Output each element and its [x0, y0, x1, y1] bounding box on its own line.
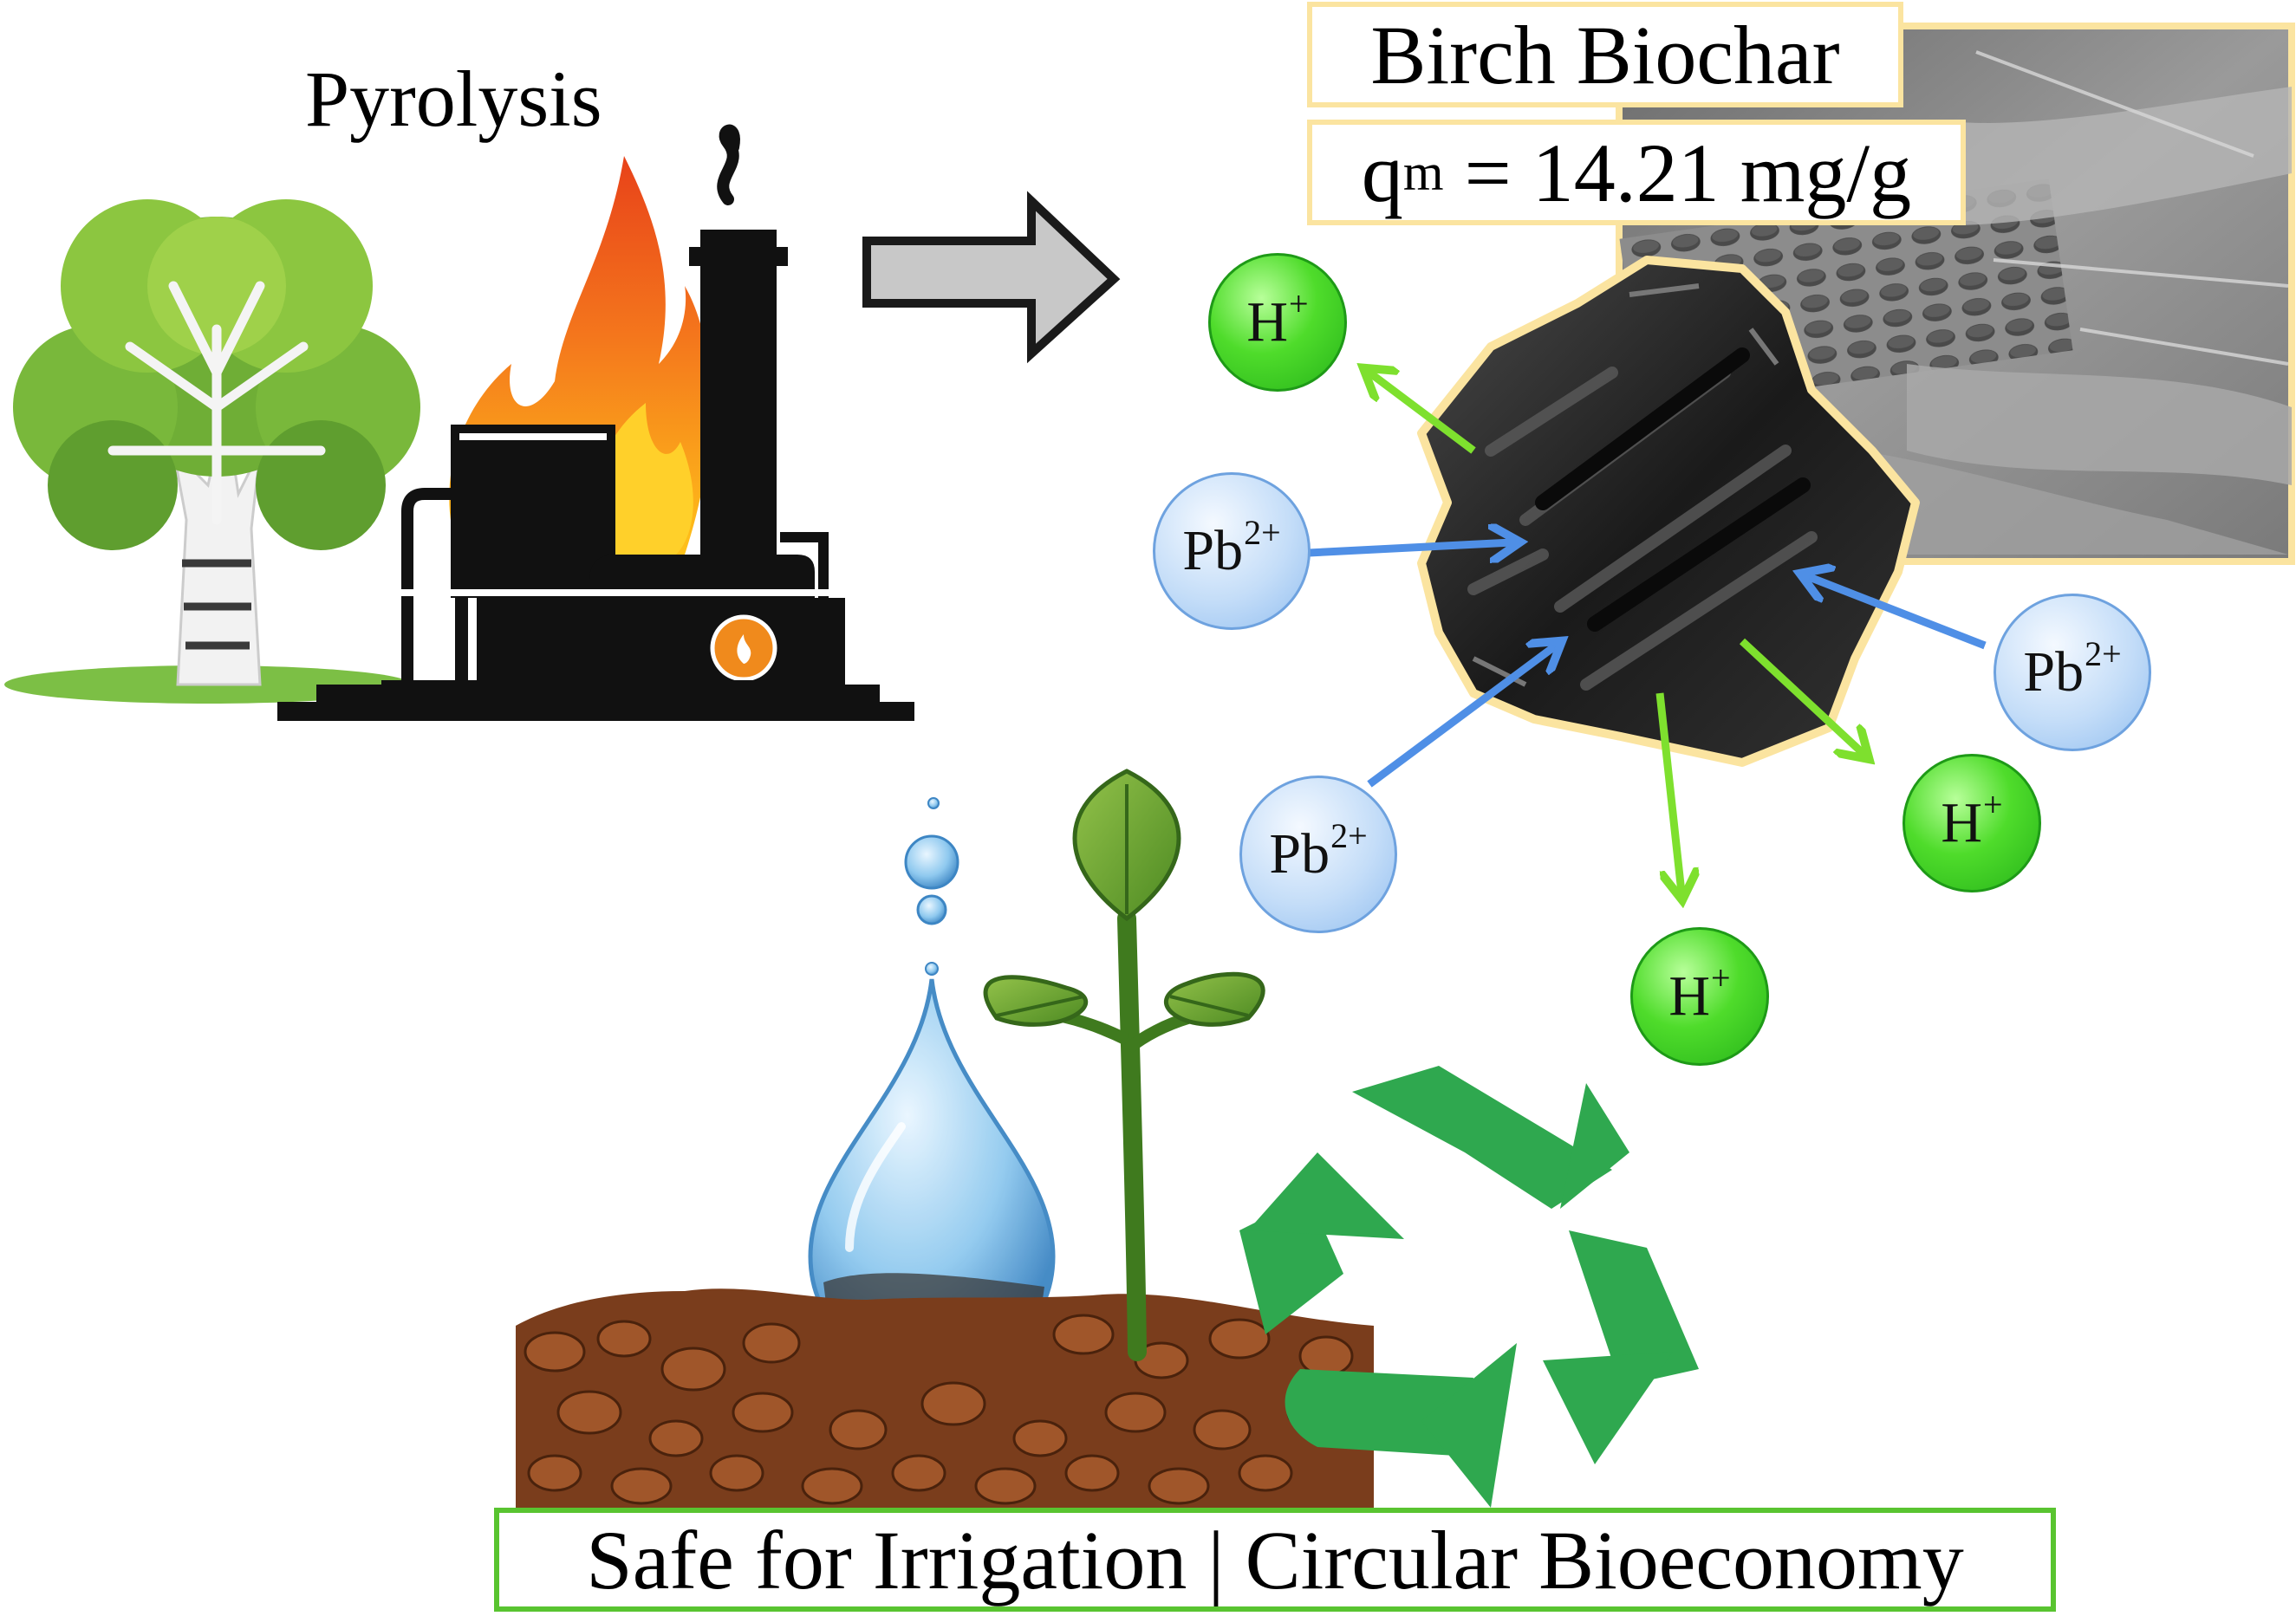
proton-ion-bottom: H+ [1630, 927, 1769, 1066]
pyrolysis-factory-icon [277, 124, 914, 721]
capacity-symbol: q [1361, 126, 1403, 219]
adsorption-arrow-lower [1367, 646, 1556, 788]
release-arrow-upper [1369, 373, 1476, 454]
proton-ion-top: H+ [1208, 253, 1347, 392]
lead-adsorption-arrows [1308, 542, 1987, 788]
water-drop-icon [808, 797, 1056, 1372]
soil-icon [516, 1288, 1374, 1508]
proton-release-arrows [1369, 373, 1863, 892]
pyrolysis-label: Pyrolysis [305, 55, 602, 143]
birch-tree-icon [4, 199, 420, 704]
capacity-relation: = 14.21 mg/g [1464, 126, 1912, 219]
release-arrow-right [1739, 638, 1863, 754]
capacity-subscript: m [1402, 143, 1444, 201]
birch-biochar-label: Birch Biochar [1307, 2, 1903, 107]
release-arrow-bottom [1655, 692, 1681, 892]
proton-ion-right: H+ [1902, 754, 2041, 892]
process-arrow-icon [862, 191, 1121, 364]
adsorption-arrow-right [1807, 576, 1987, 650]
recycle-icon [1239, 1066, 1699, 1508]
seedling-icon [983, 769, 1265, 1361]
footer-caption: Safe for Irrigation | Circular Bioeconom… [494, 1508, 2056, 1612]
adsorption-arrow-left [1308, 542, 1512, 553]
